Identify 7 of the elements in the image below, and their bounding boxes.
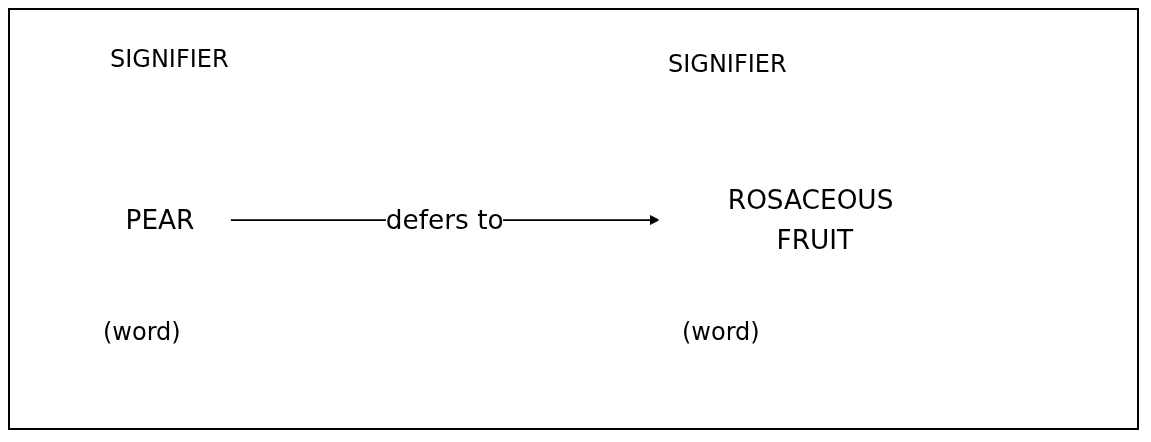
heading: SIGNIFIER <box>110 45 229 73</box>
edge-label: defers to <box>385 205 504 235</box>
note-text: (word) <box>103 318 181 346</box>
node-text: PEAR <box>125 205 195 235</box>
heading: SIGNIFIER <box>668 50 787 78</box>
node-text: ROSACEOUS FRUIT <box>727 185 894 255</box>
note-text: (word) <box>682 318 760 346</box>
